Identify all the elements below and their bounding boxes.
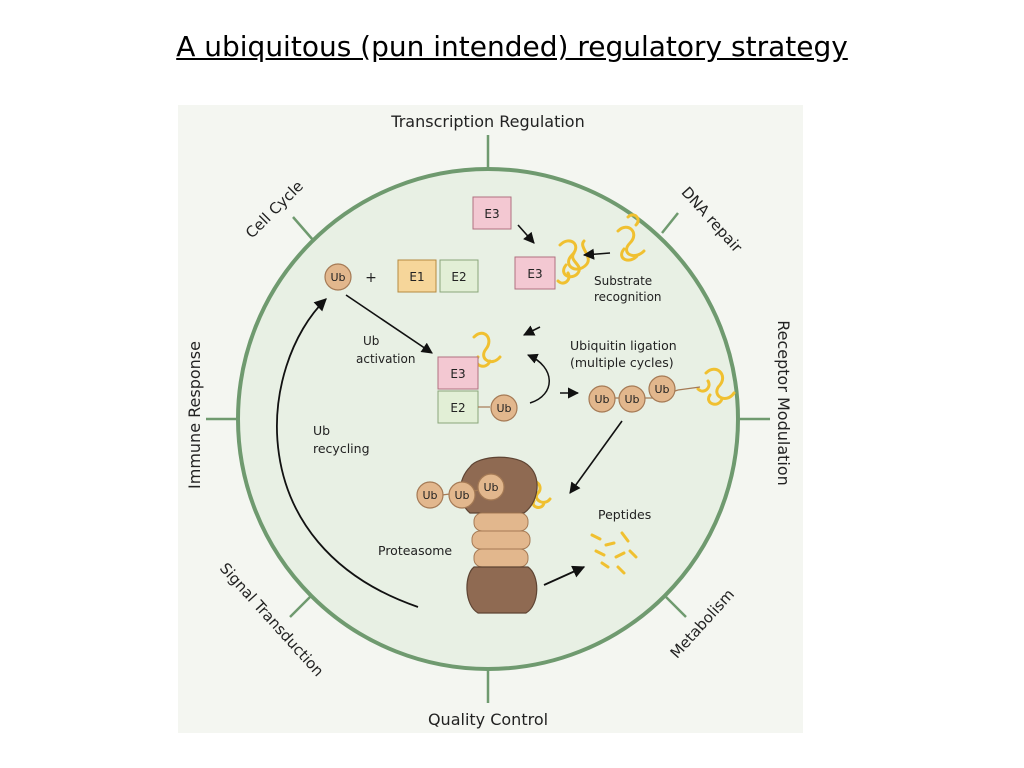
- proteasome-ub-chain: Ub Ub Ub: [416, 473, 505, 509]
- e3-complex-label: E3: [450, 367, 465, 381]
- arrow-to-complex: [522, 325, 541, 336]
- plus-sign: +: [365, 270, 377, 286]
- e2-label: E2: [451, 270, 466, 284]
- arrow-substrate: [582, 248, 611, 260]
- e1-box: [397, 259, 437, 293]
- ub-recycling-label-1: Ub: [313, 423, 330, 438]
- e3-top-label: E3: [484, 207, 499, 221]
- arrow-e3-top: [517, 224, 535, 244]
- e1-label: E1: [409, 270, 424, 284]
- ubiquitin-ligation-label-2: (multiple cycles): [570, 355, 674, 370]
- ub-circle: [324, 263, 352, 291]
- e3-top-box: [472, 196, 512, 230]
- ubiquitin-cycle-diagram: Transcription Regulation DNA repair Rece…: [178, 105, 803, 733]
- cell-spokes: [206, 135, 770, 703]
- e2-box: [439, 259, 479, 293]
- e2-ub-circle: [490, 394, 518, 422]
- arrow-to-peptides: [543, 565, 586, 586]
- label-immune-response: Immune Response: [185, 341, 204, 489]
- page-title: A ubiquitous (pun intended) regulatory s…: [176, 30, 848, 63]
- e2-complex-label: E2: [450, 401, 465, 415]
- ub-activation-label-1: Ub: [363, 334, 379, 348]
- arrow-to-proteasome: [569, 420, 623, 494]
- e3-mid-label: E3: [527, 267, 542, 281]
- ub-chain-item-3: Ub: [654, 383, 669, 396]
- arrow-ub-transfer: [527, 353, 550, 404]
- proteasome-ub-2: Ub: [454, 489, 469, 502]
- ubiquitin-ligation-label-1: Ubiquitin ligation: [570, 338, 677, 353]
- e3-mid-box: [514, 256, 556, 290]
- arrow-ub-activation: [345, 294, 433, 354]
- ub-label: Ub: [330, 271, 345, 284]
- proteasome-ub-3: Ub: [483, 481, 498, 494]
- ub-chain-item-2: Ub: [624, 393, 639, 406]
- label-transcription-regulation: Transcription Regulation: [390, 112, 584, 131]
- substrate-recognition-label-2: recognition: [594, 290, 662, 304]
- ub-chain: Ub Ub Ub: [588, 375, 701, 413]
- ub-activation-label-2: activation: [356, 352, 415, 366]
- e2-ub-label: Ub: [496, 402, 511, 415]
- label-quality-control: Quality Control: [428, 710, 548, 729]
- e3-complex-box: [437, 356, 479, 390]
- proteasome: [459, 456, 538, 614]
- substrate-recognition-label-1: Substrate: [594, 274, 652, 288]
- label-receptor-modulation: Receptor Modulation: [774, 320, 793, 486]
- proteasome-ub-1: Ub: [422, 489, 437, 502]
- peptides-label: Peptides: [598, 507, 651, 522]
- arrow-ub-recycling: [276, 298, 419, 608]
- proteasome-label: Proteasome: [378, 543, 452, 558]
- ub-recycling-label-2: recycling: [313, 441, 370, 456]
- peptide-fragments: [590, 531, 638, 575]
- ub-chain-item-1: Ub: [594, 393, 609, 406]
